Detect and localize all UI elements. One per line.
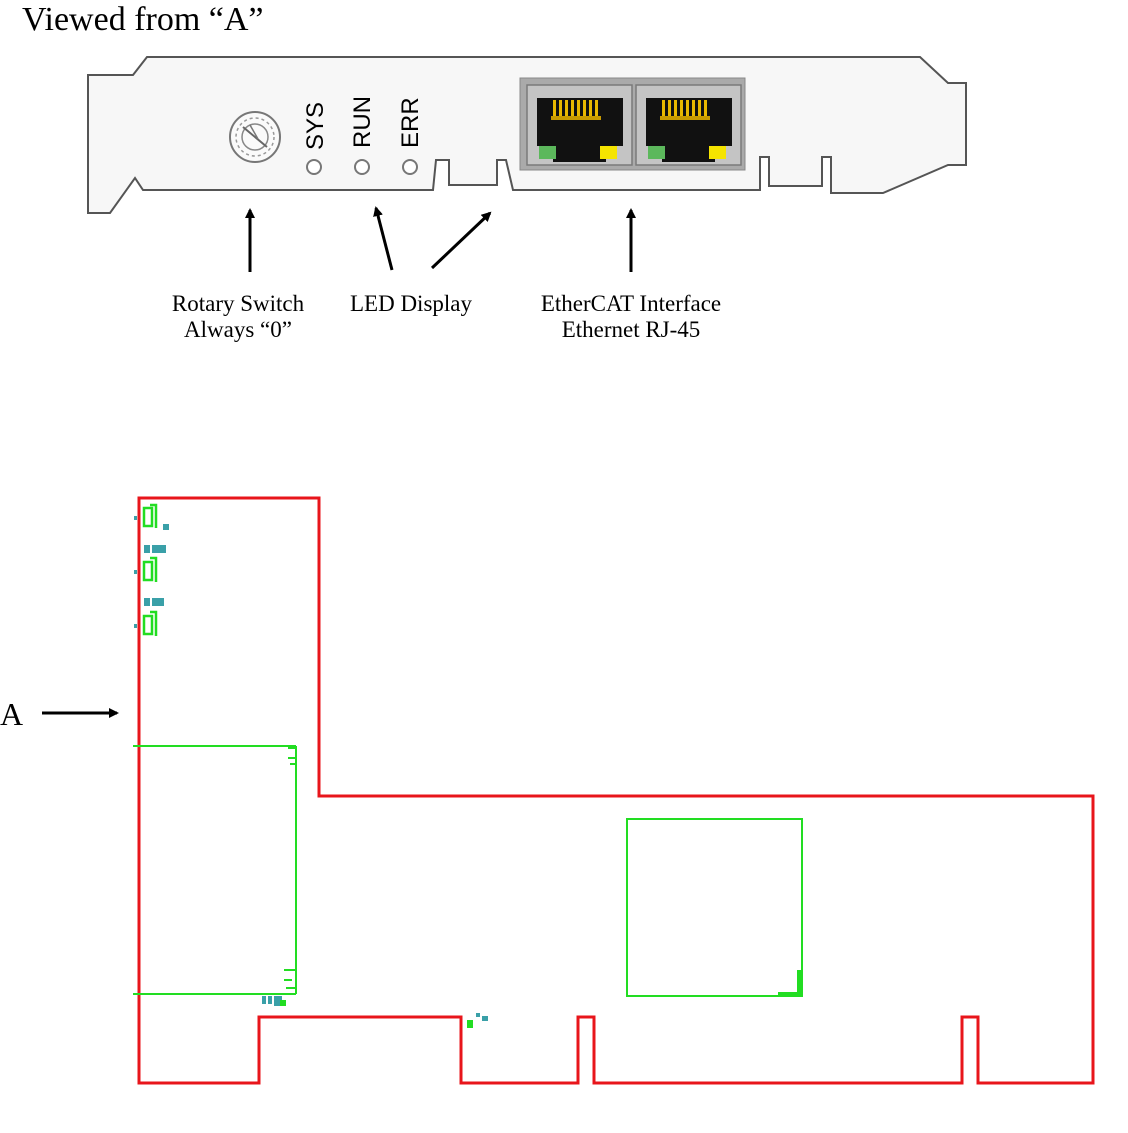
led-label-run: RUN [349,96,376,148]
arrow-led-2 [430,211,492,270]
rj45-port-1 [537,98,623,162]
card-outline [137,496,1095,1085]
led-sys [306,159,322,175]
rj45-footprint [133,745,297,995]
small-component-mark [467,1013,488,1028]
led-run [354,159,370,175]
rj45-port-2 [646,98,732,162]
caption-ethercat-line1: EtherCAT Interface [541,291,721,316]
view-title: Viewed from “A” [22,1,264,38]
arrow-led-1 [373,206,394,271]
caption-rotary-line1: Rotary Switch [172,291,305,316]
led-footprints [134,503,169,636]
rj45-1-link-led [539,146,556,159]
view-marker-label: A [0,696,23,732]
caption-rotary-line2: Always “0” [184,317,292,342]
rj45-2-activity-led [709,146,726,159]
rj45-1-activity-led [600,146,617,159]
caption-led-display: LED Display [350,291,473,316]
rj45-footprint-marks [262,996,286,1006]
led-label-err: ERR [397,97,424,148]
led-err [402,159,418,175]
rotary-switch [229,111,281,163]
chip-footprint [626,818,803,997]
led-label-sys: SYS [302,102,329,150]
caption-ethercat-line2: Ethernet RJ-45 [562,317,701,342]
rj45-2-link-led [648,146,665,159]
